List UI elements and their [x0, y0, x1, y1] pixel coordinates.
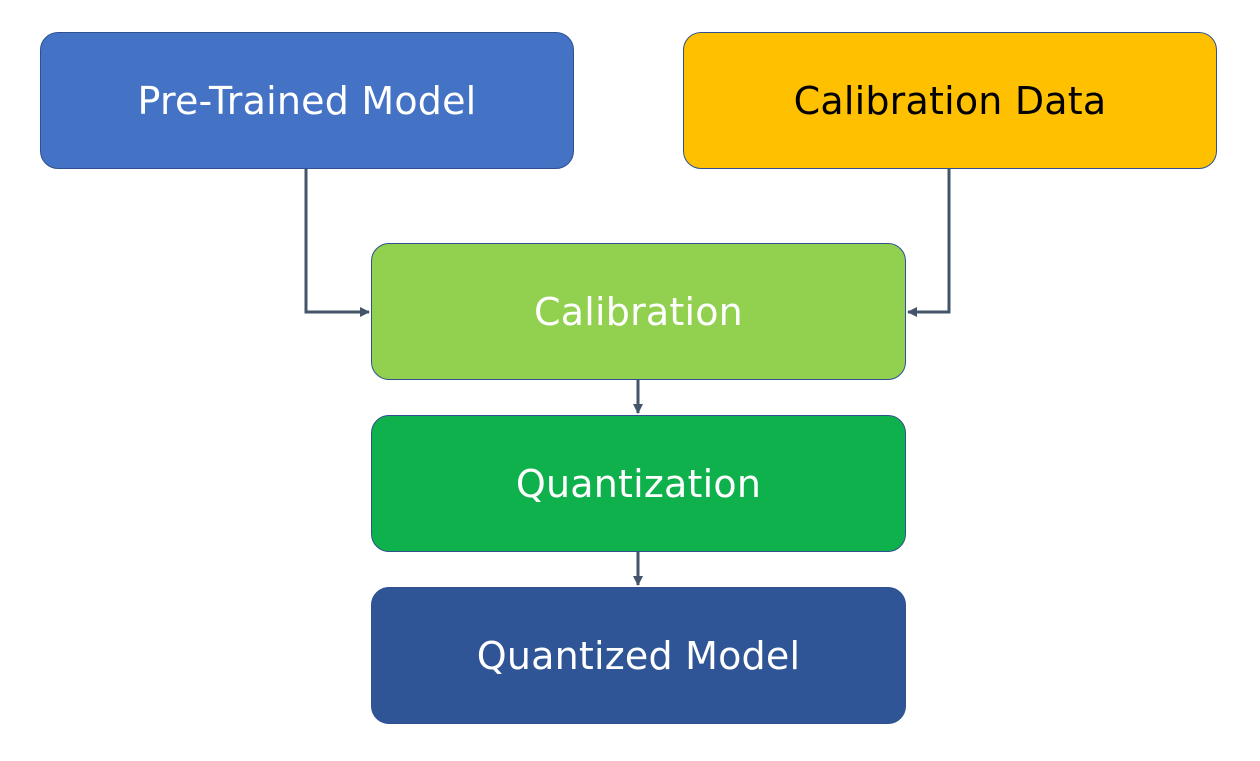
- edge-pretrained-to-calibration: [304, 169, 370, 317]
- node-label-calibration: Calibration: [534, 289, 743, 334]
- node-label-pre-trained-model: Pre-Trained Model: [137, 78, 477, 123]
- node-label-quantized-model: Quantized Model: [476, 633, 801, 678]
- node-calibration: Calibration: [371, 243, 906, 380]
- edge-calibdata-to-calibration: [907, 169, 951, 317]
- node-calibration-data: Calibration Data: [683, 32, 1217, 169]
- node-quantization: Quantization: [371, 415, 906, 552]
- node-quantized-model: Quantized Model: [371, 587, 906, 724]
- node-pre-trained-model: Pre-Trained Model: [40, 32, 574, 169]
- node-label-calibration-data: Calibration Data: [793, 78, 1107, 123]
- node-label-quantization: Quantization: [515, 461, 762, 506]
